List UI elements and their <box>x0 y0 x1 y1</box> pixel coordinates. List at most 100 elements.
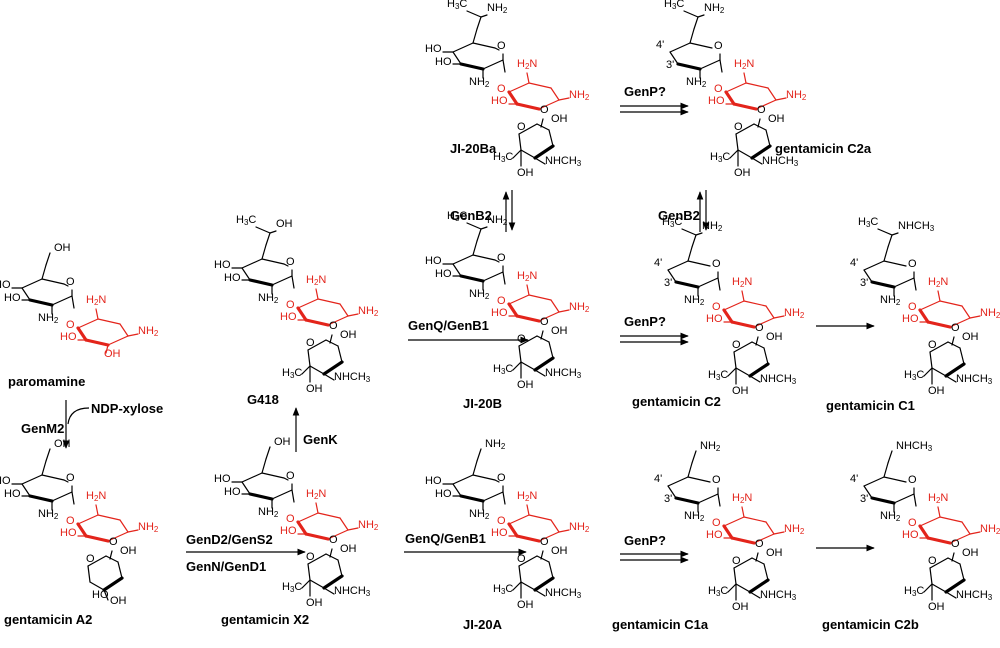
ring-bond <box>687 260 711 267</box>
bond <box>719 59 723 73</box>
hydroxyl-label: HO <box>60 331 77 343</box>
bond <box>95 504 99 516</box>
bond <box>526 504 530 516</box>
amine-label: H2N <box>306 274 327 287</box>
bond <box>518 123 538 135</box>
bond <box>534 369 546 377</box>
hydroxyl-label: OH <box>340 329 357 341</box>
ring-bond <box>508 514 530 525</box>
bond <box>877 228 893 236</box>
bond <box>548 561 554 579</box>
bond <box>913 277 917 291</box>
bond <box>765 129 771 147</box>
bond <box>117 561 123 579</box>
ring-bond <box>21 483 31 497</box>
ring-bond <box>538 311 560 322</box>
ring-bond <box>21 474 43 485</box>
bond <box>315 288 319 300</box>
ring-bond <box>753 317 775 328</box>
bond <box>693 16 699 30</box>
amine-label: NH2 <box>469 288 490 301</box>
hydroxyl-label: HO <box>491 95 508 107</box>
ring-bond-bold <box>296 520 308 536</box>
glycosidic-oxygen: O <box>66 515 75 527</box>
ring-bond <box>241 481 251 495</box>
methyl-label: H3C <box>493 363 514 376</box>
ring-bond <box>297 298 319 309</box>
glycosidic-oxygen: O <box>497 515 506 527</box>
methylamine-label: NHCH3 <box>545 155 582 168</box>
hydroxyl-label: HO <box>425 255 442 267</box>
amine-label: NH2 <box>258 506 279 519</box>
locant-label: 3' <box>664 493 673 505</box>
glycosidic-oxygen: O <box>712 517 721 529</box>
ring-oxygen: O <box>306 337 315 349</box>
ring-bond <box>107 531 129 542</box>
bond <box>891 232 899 236</box>
bond <box>558 97 570 101</box>
amine-label: NH2 <box>358 519 379 532</box>
ring-bond-bold <box>248 492 274 501</box>
bond <box>929 567 933 585</box>
ring-bond <box>297 512 319 523</box>
ring-bond-bold <box>724 90 736 106</box>
ring-oxygen: O <box>712 258 721 270</box>
ring-bond-bold <box>722 308 734 324</box>
glycosidic-oxygen: O <box>714 83 723 95</box>
ring-bond-bold <box>304 318 330 327</box>
bond <box>472 460 478 476</box>
amine-label: H2N <box>517 270 538 283</box>
amine-label: NH2 <box>485 438 506 451</box>
bond <box>717 493 721 507</box>
hydroxyl-label: OH <box>734 167 751 179</box>
ring-bond <box>317 298 341 305</box>
bond <box>105 555 119 563</box>
hydroxyl-label: OH <box>732 601 749 613</box>
bond <box>763 563 769 581</box>
label-gentamicin-c2b: gentamicin C2b <box>822 617 919 632</box>
locant-label: 3' <box>666 59 675 71</box>
glycosidic-oxygen: O <box>109 536 118 548</box>
glycosidic-oxygen: O <box>540 536 549 548</box>
bond <box>520 581 536 591</box>
bond <box>735 367 751 377</box>
bond <box>502 59 506 73</box>
bond <box>687 462 693 478</box>
bond <box>749 591 761 599</box>
bond <box>681 228 697 236</box>
ring-oxygen: O <box>66 472 75 484</box>
enzyme-genp-bottom: GenP? <box>624 533 666 548</box>
ring-bond <box>21 287 31 301</box>
amine-label: NH2 <box>38 508 59 521</box>
bond <box>931 583 947 593</box>
ring-bond-bold <box>870 280 896 289</box>
ring-bond-bold <box>676 62 702 71</box>
ring-bond <box>667 485 677 499</box>
methylamine-label: NHCH3 <box>545 367 582 380</box>
ring-bond-bold <box>533 144 555 160</box>
label-gentamicin-c2a: gentamicin C2a <box>775 141 872 156</box>
enzyme-genn-gend1: GenN/GenD1 <box>186 559 267 574</box>
amine-label: H2N <box>928 276 949 289</box>
label-gentamicin-x2: gentamicin X2 <box>221 612 310 627</box>
ring-bond-bold <box>459 274 485 283</box>
hydroxyl-label: HO <box>902 529 919 541</box>
hydroxyl-label: OH <box>54 242 71 254</box>
side-chain-label: NHCH3 <box>898 220 935 233</box>
ring-bond <box>452 254 474 265</box>
methylamine-label: NHCH3 <box>762 155 799 168</box>
bond <box>753 123 767 131</box>
methylamine-label: NHCH3 <box>956 373 993 386</box>
hydroxyl-label: HO <box>280 311 297 323</box>
methyl-label: H3C <box>708 369 729 382</box>
ring-bond <box>472 474 496 481</box>
ring-bond-bold <box>507 302 519 318</box>
amine-label: NH2 <box>684 510 705 523</box>
locant-label: 3' <box>860 277 869 289</box>
amine-label: NH2 <box>569 89 590 102</box>
ring-bond <box>41 474 65 481</box>
ring-bond <box>97 318 121 325</box>
amine-label: NH2 <box>786 89 807 102</box>
ring-bond <box>893 493 915 504</box>
ring-bond <box>745 82 769 89</box>
